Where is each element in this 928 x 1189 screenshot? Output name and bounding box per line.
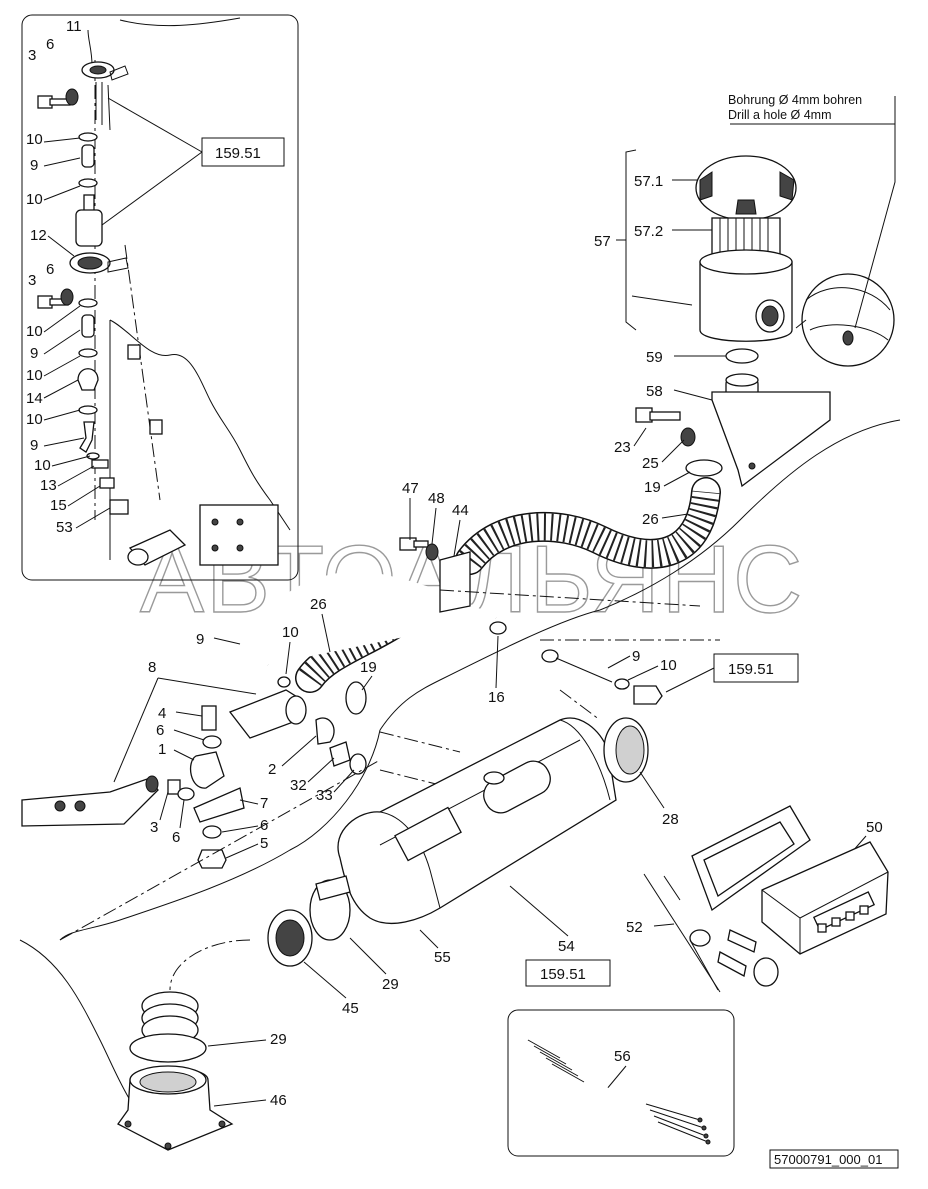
callout-44: 44: [452, 502, 469, 519]
callout-3: 3: [28, 47, 36, 64]
callout-56: 56: [614, 1048, 631, 1065]
drawing-code-box: [769, 1149, 899, 1169]
callout-10: 10: [26, 131, 43, 148]
callout-19: 19: [360, 659, 377, 676]
callout-6: 6: [260, 817, 268, 834]
callout-59: 59: [646, 349, 663, 366]
callout-10: 10: [26, 411, 43, 428]
air-filter-assembly: [625, 96, 896, 488]
callout-57-2: 57.2: [634, 223, 663, 240]
callout-3: 3: [150, 819, 158, 836]
callout-10: 10: [26, 323, 43, 340]
heater-unit: [267, 717, 649, 967]
inset-frame: [21, 14, 299, 581]
middle-callouts: 47 48 44 9 10 26 19 16 9 10: [196, 480, 677, 706]
left-callouts: 8 4 6 1 3 6 7 6 5 2 32 33: [113, 659, 355, 859]
callout-6: 6: [172, 829, 180, 846]
air-inlet: [117, 939, 251, 1151]
callout-57: 57: [594, 233, 611, 250]
callout-10: 10: [34, 457, 51, 474]
callout-10: 10: [26, 367, 43, 384]
callout-12: 12: [30, 227, 47, 244]
heater-callouts: 28 50 52 54 55 29 45 29 46 56: [207, 771, 883, 1109]
callout-26: 26: [642, 511, 659, 528]
callout-54: 54: [558, 938, 575, 955]
drawing-code: 57000791_000_01: [774, 1152, 882, 1167]
callout-33: 33: [316, 787, 333, 804]
control-unit: [663, 805, 889, 991]
callout-9: 9: [30, 345, 38, 362]
callout-11: 11: [66, 18, 82, 35]
callout-48: 48: [428, 490, 445, 507]
callout-16: 16: [488, 689, 505, 706]
callout-6: 6: [46, 261, 54, 278]
callout-8: 8: [148, 659, 156, 676]
callout-9: 9: [632, 648, 640, 665]
callout-52: 52: [626, 919, 643, 936]
callout-2: 2: [268, 761, 276, 778]
callout-6: 6: [46, 36, 54, 53]
filter-callouts: 57.1 57.2 57 59 58 23 25 19 26: [594, 173, 726, 528]
callout-58: 58: [646, 383, 663, 400]
fuel-pump-inset: [21, 14, 299, 581]
callout-47: 47: [402, 480, 419, 497]
callout-5: 5: [260, 835, 268, 852]
callout-9: 9: [30, 157, 38, 174]
callout-19: 19: [644, 479, 661, 496]
callout-29: 29: [382, 976, 399, 993]
ref-box-inset-label: 159.51: [215, 145, 261, 162]
callout-46: 46: [270, 1092, 287, 1109]
ref-box-right-label: 159.51: [728, 661, 774, 678]
note-line2: Drill a hole Ø 4mm: [728, 108, 832, 122]
ref-box-inset: [201, 137, 285, 167]
inset-callouts: 11 3 6 10 9 10 12 3 6 10 9 10 14 10 9 10…: [26, 18, 111, 536]
callout-25: 25: [642, 455, 659, 472]
callout-45: 45: [342, 1000, 359, 1017]
callout-3: 3: [28, 272, 36, 289]
callout-9: 9: [30, 437, 38, 454]
callout-26: 26: [310, 596, 327, 613]
callout-1: 1: [158, 741, 166, 758]
callout-15: 15: [50, 497, 67, 514]
wire-harness-box: [507, 1009, 735, 1157]
callout-55: 55: [434, 949, 451, 966]
callout-13: 13: [40, 477, 57, 494]
note-line1: Bohrung Ø 4mm bohren: [728, 93, 862, 107]
callout-23: 23: [614, 439, 631, 456]
callout-10: 10: [660, 657, 677, 674]
callout-29: 29: [270, 1031, 287, 1048]
callout-7: 7: [260, 795, 268, 812]
ref-box-heater-label: 159.51: [540, 966, 586, 983]
callout-14: 14: [26, 390, 43, 407]
callout-10: 10: [26, 191, 43, 208]
exhaust-parts: [19, 419, 901, 1101]
callout-6: 6: [156, 722, 164, 739]
intake-hoses: [256, 477, 721, 721]
callout-50: 50: [866, 819, 883, 836]
callout-9: 9: [196, 631, 204, 648]
callout-57-1: 57.1: [634, 173, 663, 190]
callout-28: 28: [662, 811, 679, 828]
callout-32: 32: [290, 777, 307, 794]
ref-box-heater: [525, 959, 611, 987]
callout-4: 4: [158, 705, 166, 722]
callout-53: 53: [56, 519, 73, 536]
callout-10: 10: [282, 624, 299, 641]
